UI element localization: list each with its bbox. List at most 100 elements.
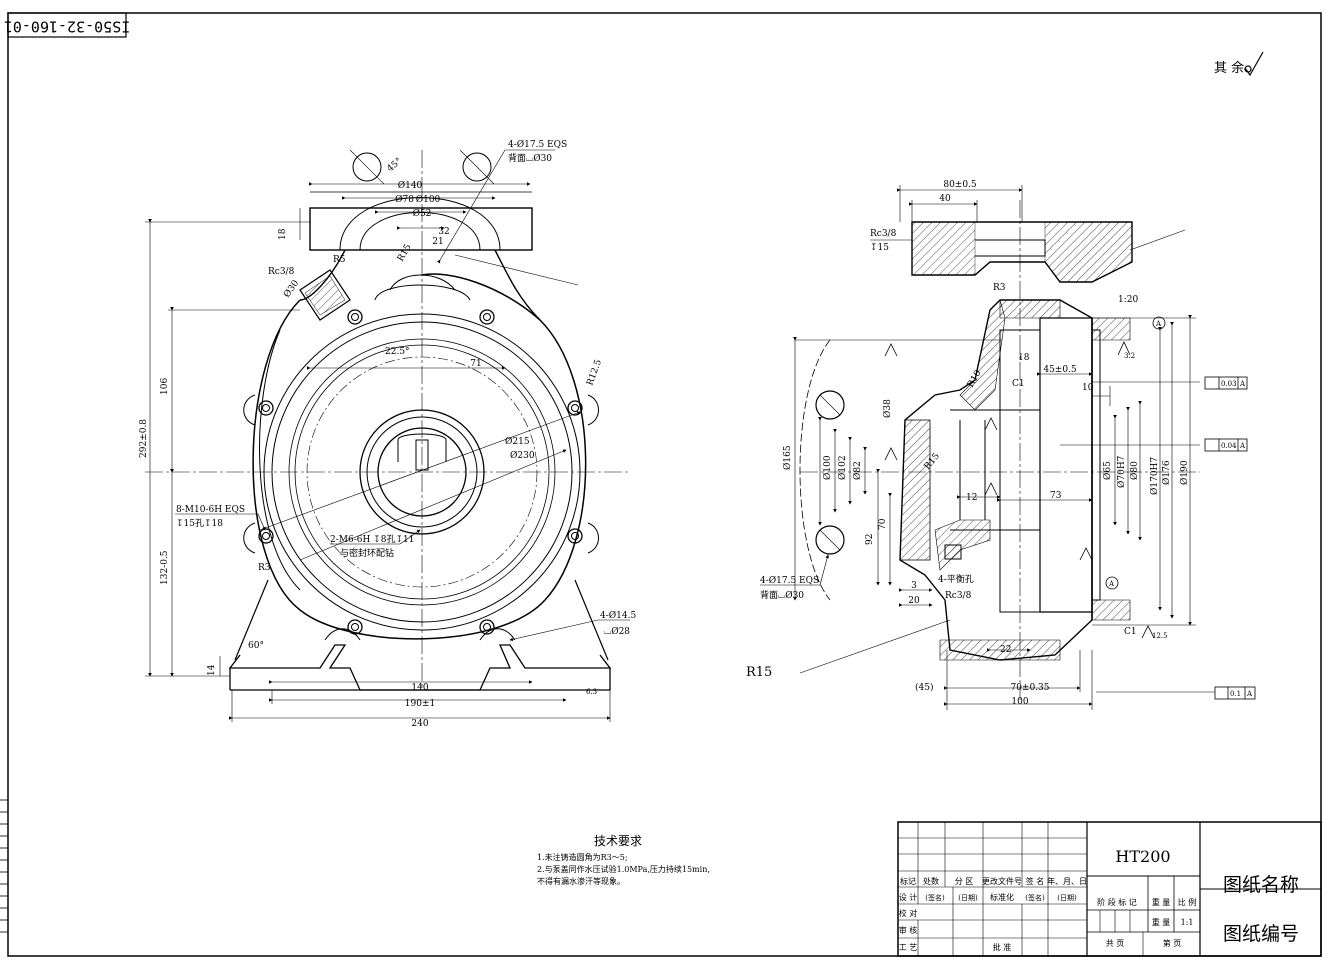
dim-d132: 132-0.5	[160, 550, 170, 585]
rdim-d80: 80±0.5	[943, 180, 977, 190]
rdim-d3: 3	[911, 581, 917, 591]
dim-r15: R15	[396, 242, 414, 263]
roughness-note: 其 余	[1214, 60, 1244, 76]
tb-stage-mark: 阶 段 标 记	[1097, 897, 1137, 907]
ra-left: 6.3	[586, 688, 597, 696]
tb-sheets-total: 共 页	[1106, 939, 1125, 948]
ra-right-2: 3.2	[1124, 352, 1135, 360]
dim-d106: 106	[160, 378, 170, 395]
tech-req-item-2: 2.与泵盖同作水压试验1.0MPa,压力持续15min,	[537, 864, 710, 874]
tol-0-03: 0.03	[1221, 380, 1237, 388]
callout-r15: R15	[746, 665, 772, 680]
rdim-d170: Ø170H7	[1149, 457, 1160, 495]
rdim-c1b: C1	[1124, 627, 1137, 637]
dim-d140b: 140	[411, 683, 428, 693]
holes-top-sub: 背面⌴Ø30	[508, 152, 552, 164]
dim-d230: Ø230	[510, 450, 535, 461]
tb-r4-c1: 审 核	[899, 925, 918, 935]
right-view: 80±0.5 40 Rc3/8 ↧15 R3 1:20 18 45±0.5 10…	[746, 180, 1256, 710]
rdim-d82: Ø82	[852, 461, 863, 480]
tb-r2-c5: (签名)	[1025, 893, 1045, 902]
tb-scale-value: 1:1	[1181, 918, 1194, 927]
dim-d240: 240	[411, 719, 428, 729]
tb-r2-c6: (日期)	[1057, 894, 1077, 902]
tb-r5-c1: 工 艺	[899, 943, 918, 952]
rdim-d65: Ø65	[1102, 461, 1113, 480]
rdim-d45: 45±0.5	[1043, 365, 1077, 375]
rdim-d176: Ø176	[1161, 460, 1172, 485]
holes-top-label: 4-Ø17.5 EQS	[508, 139, 567, 150]
tb-r5-c4: 批 准	[993, 942, 1012, 952]
rdim-d15: ↧15	[870, 243, 889, 253]
tb-r1-c6: 年、月、日	[1047, 876, 1087, 886]
drawing-name: 图纸名称	[1223, 874, 1299, 896]
rdim-r3: R3	[993, 283, 1006, 293]
tb-r1-c2: 处数	[923, 876, 939, 886]
holes-m6-label: 2-M6-6H ↧8孔↧11	[330, 534, 414, 545]
rdim-d70b: 70±0.35	[1010, 683, 1049, 693]
rdim-d70: 70	[878, 518, 888, 530]
rdim-d38: Ø38	[882, 399, 893, 418]
rdim-d20: 20	[908, 596, 920, 606]
ra-right: 12.5	[1152, 632, 1168, 640]
drawing-code-box	[7, 12, 127, 38]
holes-m10-sub: ↧15孔↧18	[176, 518, 223, 529]
datum-a-1: A	[1239, 380, 1246, 388]
dim-d292: 292±0.8	[139, 419, 149, 458]
dim-d190: 190±1	[405, 699, 435, 709]
holes-m10-label: 8-M10-6H EQS	[176, 505, 245, 515]
rdim-d45p: (45)	[915, 682, 933, 693]
dim-d14: 14	[207, 664, 217, 676]
rdim-d10: 10	[1082, 383, 1094, 393]
dim-r5: R5	[333, 255, 346, 265]
datum-a-bubble: A	[1155, 320, 1162, 328]
datum-b-bubble: A	[1108, 580, 1115, 588]
tech-req-item-1: 1.未注铸造圆角为R3～5;	[537, 852, 628, 862]
rdim-d70h: Ø70H7	[1116, 455, 1127, 488]
tb-weight-2: 重 量	[1152, 917, 1171, 927]
datum-a-2: A	[1239, 442, 1246, 450]
rdim-d73: 73	[1050, 491, 1062, 501]
dim-d52: Ø52	[413, 208, 432, 219]
rdim-d40: 40	[939, 194, 951, 204]
roughness-symbol-icon	[1244, 51, 1264, 77]
tol-0-1: 0.1	[1230, 690, 1241, 698]
dim-d100: Ø100	[416, 194, 441, 205]
dim-d140: Ø140	[398, 180, 423, 191]
title-block: 标记 处数 分 区 更改文件号 签 名 年、月、日 设 计 (签名) (日期) …	[897, 821, 1322, 957]
rholes-sub: 背面⌴Ø30	[760, 589, 804, 601]
rdim-taper: 1:20	[1118, 295, 1138, 305]
rdim-d190: Ø190	[1179, 460, 1190, 485]
dim-a60: 60°	[248, 641, 264, 651]
dim-a225: 22.5°	[385, 347, 410, 357]
tb-r2-c4: 标准化	[990, 892, 1014, 902]
rdim-d102: Ø102	[837, 455, 848, 480]
dim-d21: 21	[432, 237, 443, 247]
dim-d215: Ø215	[505, 436, 530, 447]
tb-r1-c5: 签 名	[1026, 876, 1045, 886]
tech-requirements: 技术要求 1.未注铸造圆角为R3～5; 2.与泵盖同作水压试验1.0MPa,压力…	[537, 834, 710, 886]
rdim-rc38: Rc3/8	[870, 229, 897, 239]
rdim-d18: 18	[1018, 353, 1030, 363]
rdim-d100b: 100	[1011, 697, 1028, 707]
left-view: Ø140 Ø100 Ø78 Ø52 32 21 18 Rc3/8 Ø30 106…	[139, 139, 636, 729]
rdim-d165: Ø165	[782, 445, 793, 470]
tb-r1-c1: 标记	[900, 876, 916, 886]
dim-a45: 45°	[386, 156, 405, 174]
dim-r3: R3	[258, 563, 271, 573]
rdim-rc38b: Rc3/8	[945, 591, 972, 601]
rholes-label: 4-Ø17.5 EQS	[760, 575, 819, 586]
sheet-border	[7, 12, 1322, 957]
tb-scale: 比 例	[1178, 897, 1197, 907]
tb-r1-c3: 分 区	[955, 877, 974, 886]
rdim-d12: 12	[966, 493, 977, 503]
tb-r2-c2: (签名)	[925, 893, 945, 902]
material: HT200	[1115, 847, 1170, 866]
drawing-code: IS50-32-160-01	[4, 18, 130, 36]
holes-bot-sub: ⌴Ø28	[604, 626, 630, 637]
datum-a-3: A	[1246, 690, 1253, 698]
dim-d18: 18	[278, 228, 288, 240]
drawing-number: 图纸编号	[1223, 923, 1299, 945]
balance-holes-label: 4-平衡孔	[938, 573, 974, 585]
